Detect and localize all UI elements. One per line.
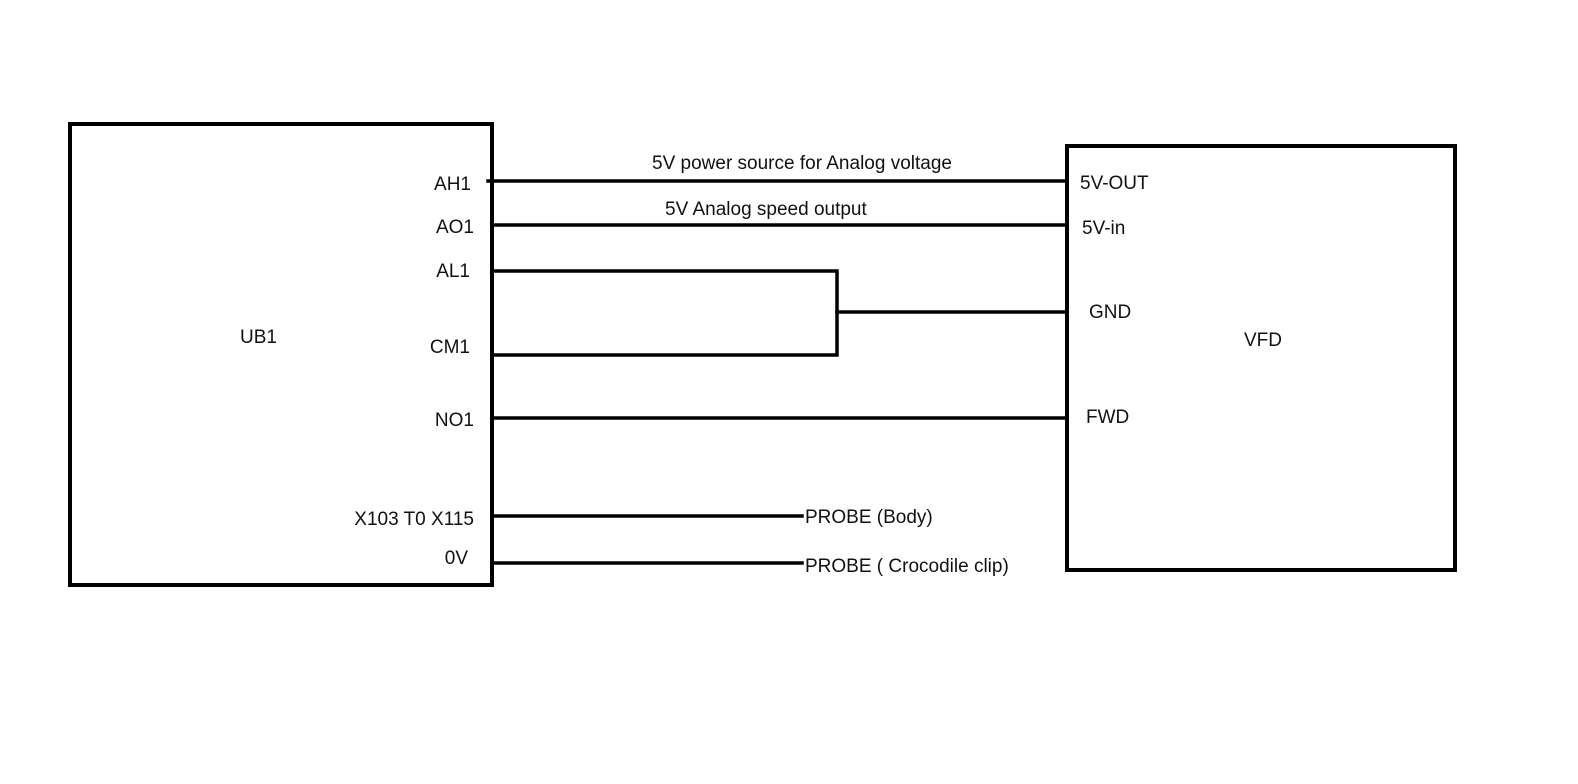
wire-al1-cm1-junction: [490, 269, 839, 357]
wire-label-power-source: 5V power source for Analog voltage: [652, 153, 952, 174]
probe-body-label: PROBE (Body): [805, 507, 933, 528]
ub1-pin-x103-x115: X103 T0 X115: [354, 509, 474, 530]
probe-clip-label: PROBE ( Crocodile clip): [805, 556, 1009, 577]
vfd-pin-gnd: GND: [1089, 302, 1131, 323]
vfd-pin-5v-out: 5V-OUT: [1080, 173, 1149, 194]
ub1-pin-no1: NO1: [435, 410, 474, 431]
vfd-block: [1065, 144, 1457, 572]
wire-label-analog-speed: 5V Analog speed output: [665, 199, 868, 220]
ub1-pin-ah1: AH1: [434, 174, 471, 195]
vfd-pin-5v-in: 5V-in: [1082, 218, 1125, 239]
ub1-pin-al1: AL1: [436, 261, 470, 282]
ub1-label: UB1: [240, 327, 277, 348]
vfd-pin-fwd: FWD: [1086, 407, 1129, 428]
vfd-label: VFD: [1244, 330, 1282, 351]
ub1-pin-cm1: CM1: [430, 337, 470, 358]
ub1-pin-0v: 0V: [445, 548, 469, 569]
ub1-pin-ao1: AO1: [436, 217, 474, 238]
